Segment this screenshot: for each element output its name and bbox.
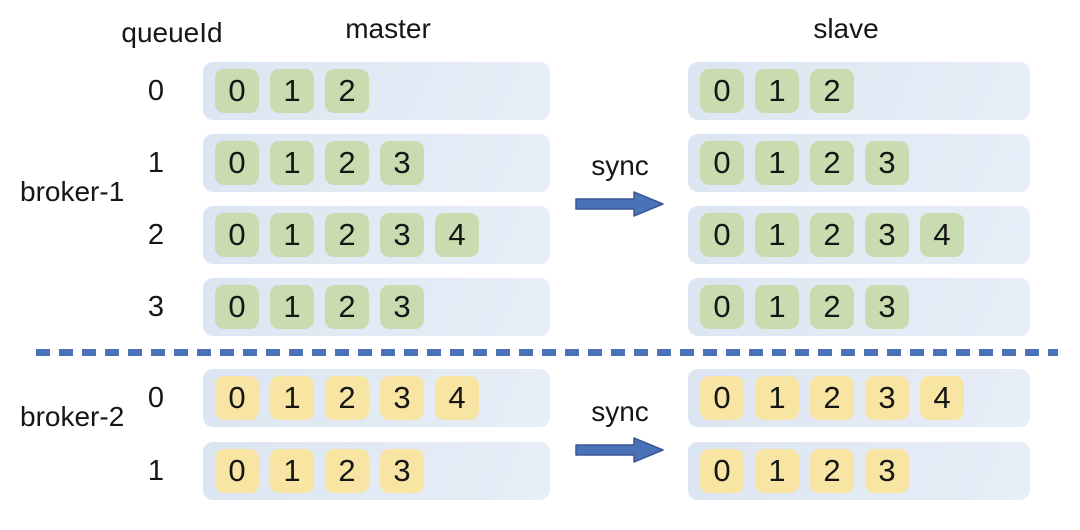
message-cell: 0 xyxy=(215,285,259,329)
message-cell: 2 xyxy=(810,376,854,420)
queue-id-label: 3 xyxy=(147,291,165,323)
message-cell: 3 xyxy=(380,213,424,257)
message-cell: 3 xyxy=(865,141,909,185)
message-cell: 0 xyxy=(215,376,259,420)
message-cell: 0 xyxy=(215,449,259,493)
slave-column-header: slave xyxy=(813,13,879,44)
master-column-header: master xyxy=(345,13,431,44)
message-cell: 0 xyxy=(215,213,259,257)
message-cell: 3 xyxy=(865,449,909,493)
message-cell: 1 xyxy=(270,449,314,493)
sync-arrow-icon xyxy=(575,191,664,217)
message-cell: 1 xyxy=(755,285,799,329)
message-cell: 3 xyxy=(380,141,424,185)
message-cell: 0 xyxy=(700,376,744,420)
queue-id-label: 0 xyxy=(147,75,165,107)
message-cell: 2 xyxy=(325,213,369,257)
message-cell: 0 xyxy=(700,285,744,329)
message-cell: 2 xyxy=(810,69,854,113)
queue-id-label: 1 xyxy=(147,147,165,179)
broker-1-sync-group: sync xyxy=(570,150,670,219)
message-cell: 1 xyxy=(270,285,314,329)
message-cell: 4 xyxy=(435,376,479,420)
message-cell: 0 xyxy=(700,213,744,257)
broker-1-label: broker-1 xyxy=(20,176,125,207)
message-cell: 0 xyxy=(215,69,259,113)
message-cell: 0 xyxy=(215,141,259,185)
message-cell: 1 xyxy=(755,141,799,185)
broker-divider-dashed-line xyxy=(36,349,1058,356)
message-cell: 0 xyxy=(700,69,744,113)
message-cell: 4 xyxy=(920,376,964,420)
message-cell: 2 xyxy=(810,285,854,329)
queue-id-label: 2 xyxy=(147,219,165,251)
message-cell: 1 xyxy=(755,213,799,257)
message-cell: 2 xyxy=(810,449,854,493)
message-cell: 3 xyxy=(865,213,909,257)
message-cell: 2 xyxy=(325,141,369,185)
broker-2-sync-group: sync xyxy=(570,396,670,465)
message-cell: 3 xyxy=(380,449,424,493)
message-cell: 2 xyxy=(325,449,369,493)
message-cell: 3 xyxy=(865,285,909,329)
sync-label: sync xyxy=(591,150,649,181)
message-cell: 2 xyxy=(810,141,854,185)
message-cell: 2 xyxy=(810,213,854,257)
message-cell: 0 xyxy=(700,141,744,185)
message-cell: 2 xyxy=(325,376,369,420)
message-cell: 1 xyxy=(755,449,799,493)
message-cell: 2 xyxy=(325,285,369,329)
message-cell: 4 xyxy=(435,213,479,257)
message-cell: 3 xyxy=(380,376,424,420)
message-cell: 1 xyxy=(270,69,314,113)
message-cell: 1 xyxy=(270,141,314,185)
message-cell: 4 xyxy=(920,213,964,257)
message-cell: 3 xyxy=(380,285,424,329)
queueid-column-header: queueId xyxy=(121,17,223,48)
queue-id-label: 0 xyxy=(147,382,165,414)
message-cell: 0 xyxy=(700,449,744,493)
message-cell: 3 xyxy=(865,376,909,420)
message-cell: 1 xyxy=(270,376,314,420)
message-cell: 1 xyxy=(270,213,314,257)
message-cell: 1 xyxy=(755,376,799,420)
sync-label: sync xyxy=(591,396,649,427)
message-cell: 2 xyxy=(325,69,369,113)
broker-2-label: broker-2 xyxy=(20,401,125,432)
message-cell: 1 xyxy=(755,69,799,113)
sync-arrow-icon xyxy=(575,437,664,463)
queue-id-label: 1 xyxy=(147,455,165,487)
